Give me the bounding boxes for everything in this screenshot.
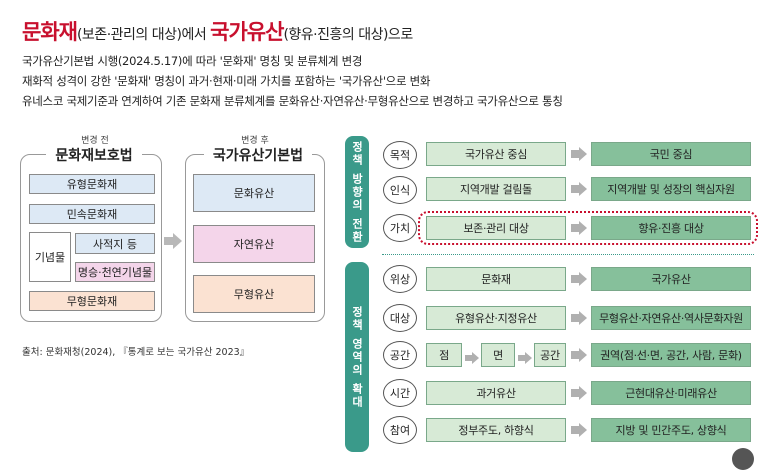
arrow-icon bbox=[571, 422, 587, 441]
row-from-target: 유형유산·지정유산 bbox=[426, 306, 566, 330]
row-to-time: 근현대유산·미래유산 bbox=[591, 381, 751, 405]
before-intangible: 무형문화재 bbox=[29, 291, 155, 311]
title-sub-1: (보존·관리의 대상)에서 bbox=[76, 27, 211, 43]
small-arrow-icon bbox=[518, 349, 532, 368]
scroll-top-icon[interactable] bbox=[732, 448, 754, 470]
before-monument: 기념물 bbox=[29, 232, 71, 282]
row-to-purpose: 국민 중심 bbox=[591, 142, 751, 166]
row-to-participation: 지방 및 민간주도, 상향식 bbox=[591, 418, 751, 442]
row-to-value: 향유·진흥 대상 bbox=[591, 216, 751, 240]
title-sub-2: (향유·진흥의 대상)으로 bbox=[283, 27, 413, 43]
row-from-space-surface: 면 bbox=[481, 343, 515, 367]
title-main-2: 국가유산 bbox=[210, 20, 284, 44]
small-arrow-icon bbox=[465, 349, 479, 368]
description-line-1: 국가유산기본법 시행(2024.5.17)에 따라 '문화재' 명칭 및 분류체… bbox=[22, 54, 363, 68]
description-line-2: 재화적 성격이 강한 '문화재' 명칭이 과거·현재·미래 가치를 포함하는 '… bbox=[22, 74, 431, 88]
description-line-3: 유네스코 국제기준과 연계하여 기존 문화재 분류체계를 문화유산·자연유산·무… bbox=[22, 94, 563, 108]
after-intangible-heritage: 무형유산 bbox=[193, 275, 315, 313]
row-from-space-point: 점 bbox=[426, 343, 462, 367]
row-to-status: 국가유산 bbox=[591, 267, 751, 291]
policy-scope-label: 정책 영역의 확대 bbox=[345, 262, 369, 452]
arrow-icon bbox=[571, 385, 587, 404]
row-from-participation: 정부주도, 하향식 bbox=[426, 418, 566, 442]
row-key-perception: 인식 bbox=[383, 176, 417, 204]
after-cultural-heritage: 문화유산 bbox=[193, 174, 315, 212]
policy-direction-text: 정책 방향의 전환 bbox=[350, 140, 364, 244]
row-from-status: 문화재 bbox=[426, 267, 566, 291]
arrow-icon bbox=[571, 181, 587, 200]
arrow-icon bbox=[571, 347, 587, 366]
value-row-highlight bbox=[418, 211, 758, 245]
arrow-icon bbox=[571, 146, 587, 165]
before-scenic: 명승·천연기념물 bbox=[75, 262, 155, 282]
row-from-time: 과거유산 bbox=[426, 381, 566, 405]
row-from-space-space: 공간 bbox=[534, 343, 566, 367]
policy-direction-label: 정책 방향의 전환 bbox=[345, 136, 369, 248]
row-key-purpose: 목적 bbox=[383, 141, 417, 169]
row-to-space: 권역(점·선·면, 공간, 사람, 문화) bbox=[591, 343, 751, 367]
after-law: 국가유산기본법 bbox=[204, 145, 312, 165]
page-title: 문화재(보존·관리의 대상)에서 국가유산(향유·진흥의 대상)으로 bbox=[22, 16, 413, 46]
before-folk: 민속문화재 bbox=[29, 204, 155, 224]
row-from-purpose: 국가유산 중심 bbox=[426, 142, 566, 166]
row-key-participation: 참여 bbox=[383, 416, 417, 444]
arrow-icon bbox=[571, 220, 587, 239]
row-from-value: 보존·관리 대상 bbox=[426, 216, 566, 240]
after-caption: 변경 후 bbox=[241, 136, 269, 146]
row-from-perception: 지역개발 걸림돌 bbox=[426, 177, 566, 201]
title-main-1: 문화재 bbox=[22, 20, 78, 44]
row-key-time: 시간 bbox=[383, 379, 417, 407]
before-historic-site: 사적지 등 bbox=[75, 233, 155, 254]
policy-scope-text: 정책 영역의 확대 bbox=[350, 305, 364, 409]
row-key-value: 가치 bbox=[383, 214, 417, 242]
row-key-target: 대상 bbox=[383, 304, 417, 332]
before-tangible: 유형문화재 bbox=[29, 174, 155, 194]
row-key-space: 공간 bbox=[383, 341, 417, 369]
change-arrow-icon bbox=[164, 233, 182, 253]
before-law: 문화재보호법 bbox=[46, 145, 142, 165]
source-note: 출처: 문화재청(2024), 『통계로 보는 국가유산 2023』 bbox=[22, 347, 250, 358]
arrow-icon bbox=[571, 310, 587, 329]
arrow-icon bbox=[571, 271, 587, 290]
row-to-perception: 지역개발 및 성장의 핵심자원 bbox=[591, 177, 751, 201]
after-natural-heritage: 자연유산 bbox=[193, 225, 315, 263]
row-key-status: 위상 bbox=[383, 265, 417, 293]
section-divider bbox=[382, 254, 754, 255]
before-caption: 변경 전 bbox=[81, 136, 109, 146]
row-to-target: 무형유산·자연유산·역사문화자원 bbox=[591, 306, 751, 330]
